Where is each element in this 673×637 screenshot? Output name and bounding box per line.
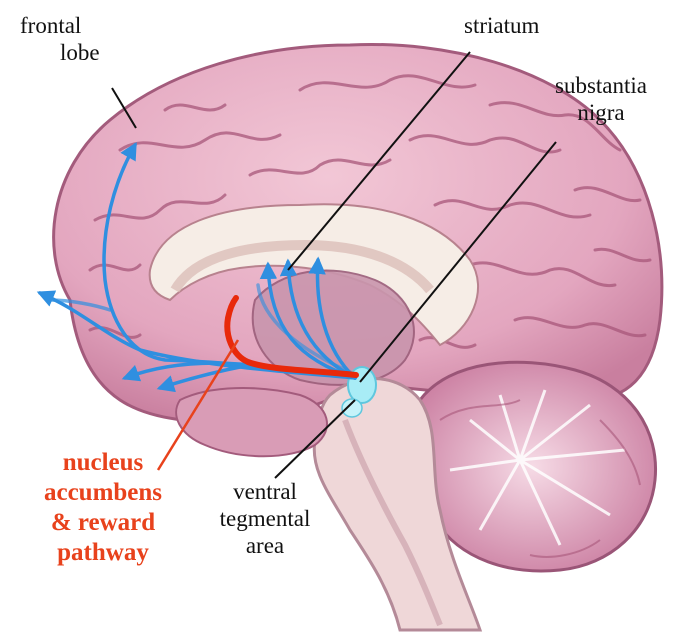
label-substantia-nigra-line1: substantia	[540, 72, 662, 99]
label-substantia-nigra-line2: nigra	[540, 99, 662, 126]
label-substantia-nigra: substantia nigra	[540, 72, 662, 126]
label-vta-line3: area	[195, 532, 335, 559]
label-vta-line2: tegmental	[195, 505, 335, 532]
label-striatum: striatum	[464, 12, 539, 39]
label-frontal-lobe: frontal lobe	[20, 12, 100, 66]
label-frontal-lobe-line2: lobe	[20, 39, 100, 66]
label-frontal-lobe-line1: frontal	[20, 12, 100, 39]
label-vta-line1: ventral	[195, 478, 335, 505]
label-nucleus-accumbens: nucleus accumbens & reward pathway	[28, 448, 178, 568]
label-na-line2: accumbens	[28, 478, 178, 508]
label-ventral-tegmental-area: ventral tegmental area	[195, 478, 335, 559]
label-na-line4: pathway	[28, 538, 178, 568]
label-na-line1: nucleus	[28, 448, 178, 478]
label-na-line3: & reward	[28, 508, 178, 538]
temporal-lobe	[176, 388, 327, 456]
